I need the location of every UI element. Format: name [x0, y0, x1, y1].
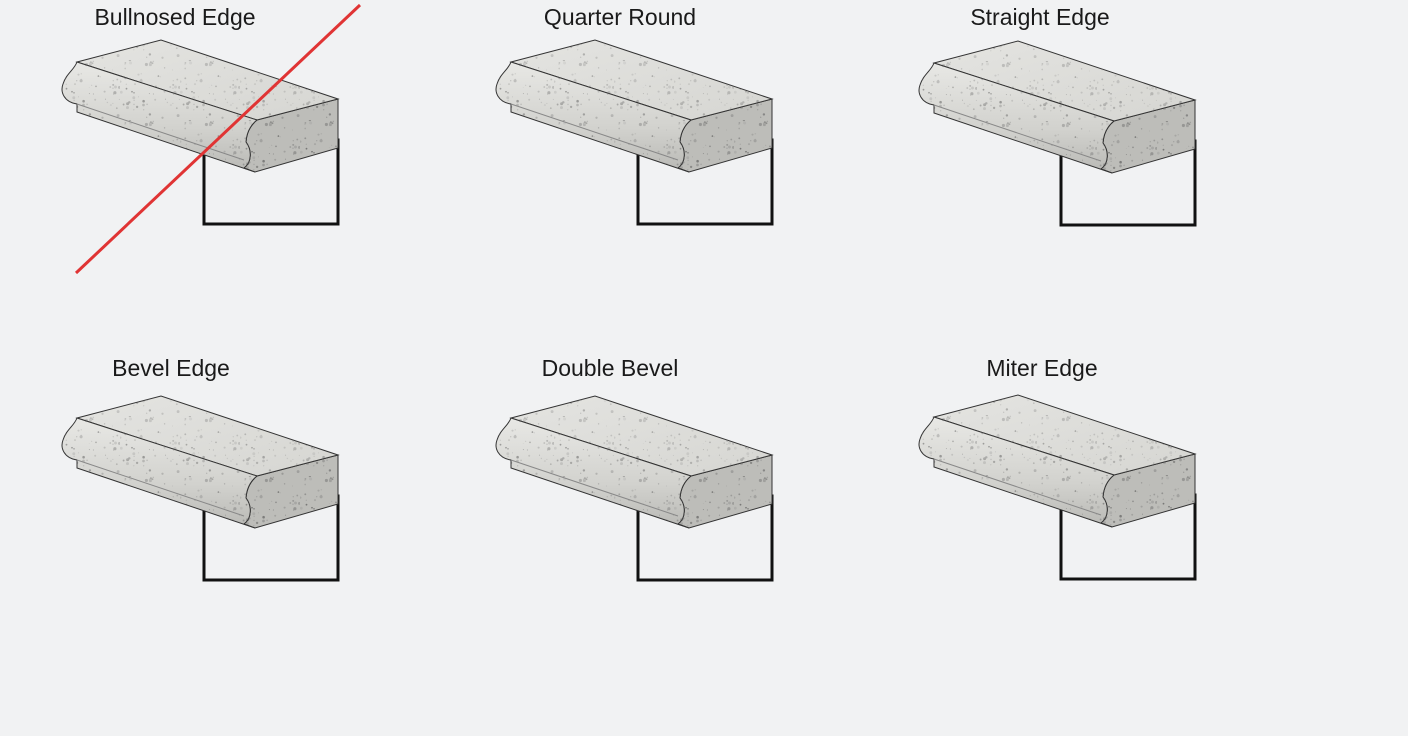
profile-label-straight-edge: Straight Edge: [970, 4, 1110, 30]
straight-edge-slab: [917, 39, 1197, 227]
bullnosed-edge-slab: [60, 38, 340, 226]
profile-label-bevel-edge: Bevel Edge: [112, 355, 230, 381]
profile-label-double-bevel: Double Bevel: [541, 355, 679, 381]
bevel-edge-slab: [60, 394, 340, 582]
miter-edge-slab: [917, 393, 1197, 581]
quarter-round-slab: [494, 38, 774, 226]
profile-label-bullnosed-edge: Bullnosed Edge: [94, 4, 256, 30]
profile-label-miter-edge: Miter Edge: [986, 355, 1098, 381]
strike-through-line: [74, 3, 362, 275]
profile-label-quarter-round: Quarter Round: [543, 4, 697, 30]
double-bevel-slab: [494, 394, 774, 582]
